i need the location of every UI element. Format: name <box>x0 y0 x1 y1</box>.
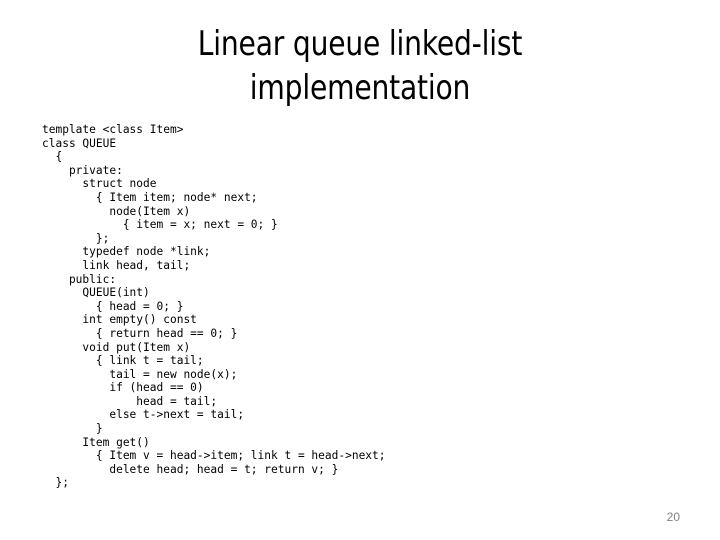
code-line: { Item v = head->item; link t = head->ne… <box>42 449 386 463</box>
code-line: { Item item; node* next; <box>42 190 258 204</box>
code-listing: template <class Item>class QUEUE { priva… <box>42 123 672 490</box>
page-title-line-2: implementation <box>249 68 471 108</box>
code-line: private: <box>42 163 123 177</box>
code-line: tail = new node(x); <box>42 367 238 381</box>
code-line: }; <box>42 476 69 490</box>
code-line: }; <box>42 231 110 245</box>
code-line: class QUEUE <box>42 136 117 150</box>
code-line: { return head == 0; } <box>42 326 238 340</box>
code-line: int empty() const <box>42 313 197 327</box>
page-number: 20 <box>666 510 680 524</box>
code-line: struct node <box>42 177 157 191</box>
code-line: { link t = tail; <box>42 354 204 368</box>
page-title-line-1: Linear queue linked-list <box>197 24 523 64</box>
code-line: template <class Item> <box>42 123 184 136</box>
code-line: { item = x; next = 0; } <box>42 218 278 232</box>
code-line: link head, tail; <box>42 258 191 272</box>
code-line: if (head == 0) <box>42 381 204 395</box>
code-line: typedef node *link; <box>42 245 211 259</box>
code-line: QUEUE(int) <box>42 286 150 300</box>
code-line: Item get() <box>42 435 150 449</box>
code-line: { head = 0; } <box>42 299 184 313</box>
code-line: } <box>42 422 103 436</box>
code-line: node(Item x) <box>42 204 191 218</box>
code-line: void put(Item x) <box>42 340 191 354</box>
code-line: { <box>42 150 63 164</box>
code-line: delete head; head = t; return v; } <box>42 462 339 476</box>
code-line: head = tail; <box>42 394 218 408</box>
page-title: Linear queue linked-list implementation <box>60 22 660 110</box>
code-line: public: <box>42 272 117 286</box>
code-line: else t->next = tail; <box>42 408 245 422</box>
